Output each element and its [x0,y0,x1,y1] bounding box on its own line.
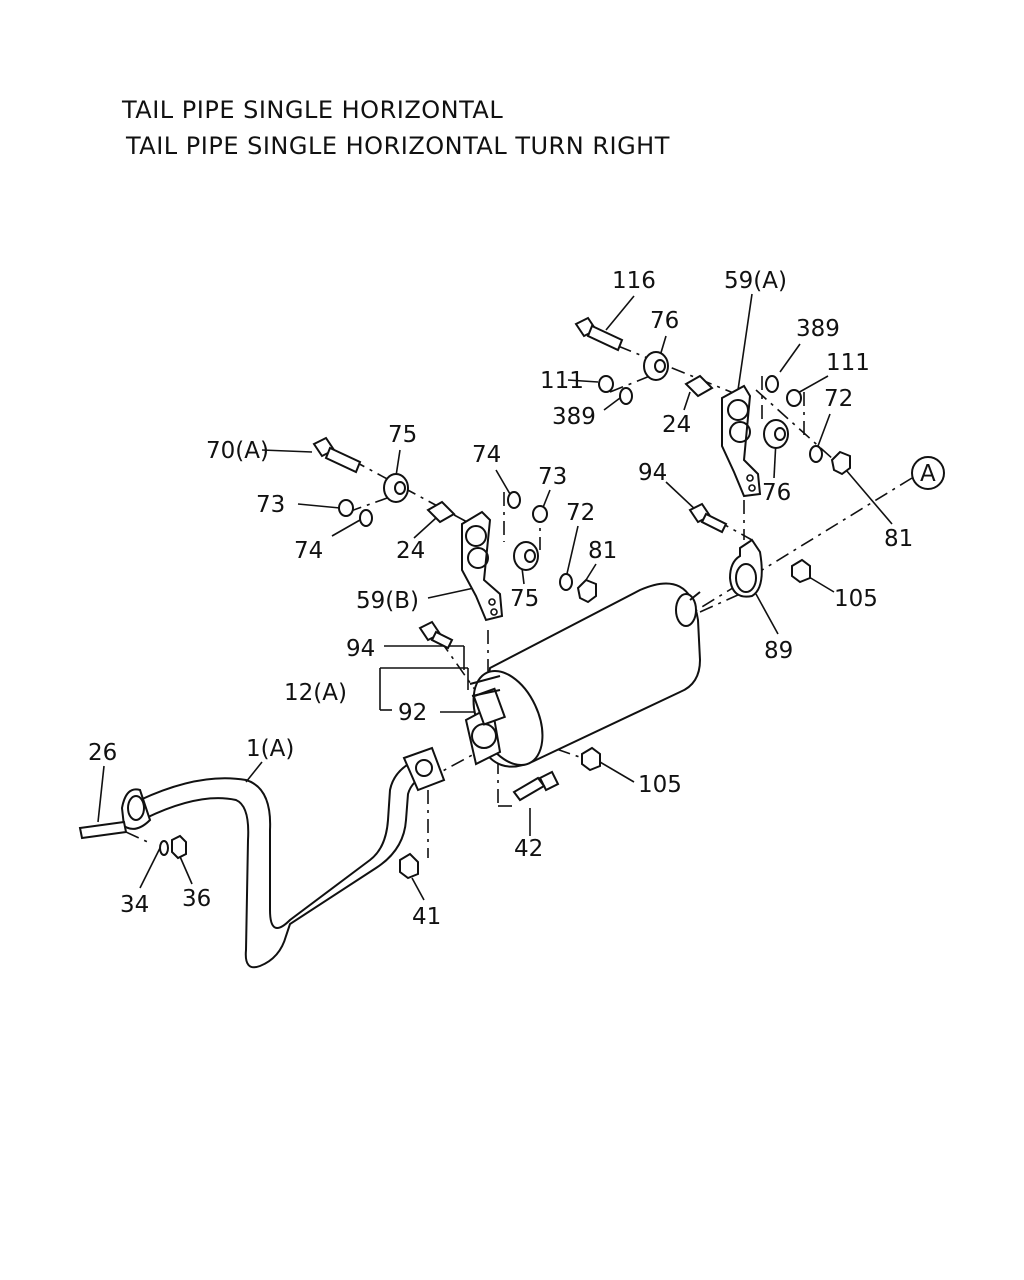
front-exhaust-pipe [120,746,446,969]
bushing-75-top [383,473,409,503]
reference-circle-a: A [911,456,945,490]
callout-72-right: 72 [824,386,853,412]
callout-34: 34 [120,892,149,918]
callout-74-mid: 74 [472,442,501,468]
nut-81-mid [576,578,597,604]
callout-94-right: 94 [638,460,667,486]
hardware-parts [78,316,851,880]
callout-389-left: 389 [552,404,596,430]
leader-lines [97,293,893,901]
spring-washer-74-mid [507,491,521,509]
callout-389-right: 389 [796,316,840,342]
muffler-inlet-flange [464,675,507,766]
callout-72-mid: 72 [566,500,595,526]
collar-24-top [684,374,714,398]
spring-washer-74-left [359,509,373,527]
bushing-75-bottom [513,541,539,571]
callout-116: 116 [612,268,656,294]
callout-24-left: 24 [396,538,425,564]
diagram-title-line-1: TAIL PIPE SINGLE HORIZONTAL [122,96,504,124]
callout-42: 42 [514,836,543,862]
bushing-76-top [643,351,669,381]
callout-26: 26 [88,740,117,766]
washer-73-mid [532,505,548,523]
reference-label-a: A [920,461,936,487]
callout-74-left: 74 [294,538,323,564]
washer-34 [159,840,169,856]
nut-105-lower [581,746,601,772]
callout-76-right: 76 [762,480,791,506]
callout-75-bottom: 75 [510,586,539,612]
diagram-title-line-2: TAIL PIPE SINGLE HORIZONTAL TURN RIGHT [126,132,670,160]
callout-75-top: 75 [388,422,417,448]
callout-12a: 12(A) [284,680,347,706]
bracket-59b [461,510,504,622]
nut-81-right [830,450,851,476]
spring-washer-389-left [619,387,633,405]
callout-1a: 1(A) [246,736,294,762]
stud-26 [78,820,128,840]
callout-73-left: 73 [256,492,285,518]
clamp-89 [728,538,763,598]
bracket-59a [721,384,762,498]
collar-24-left [426,500,456,524]
callout-59a: 59(A) [724,268,787,294]
callout-76-top: 76 [650,308,679,334]
bolt-94-left [418,620,454,650]
lock-washer-72-mid [559,573,573,591]
callout-89: 89 [764,638,793,664]
callout-94-left: 94 [346,636,375,662]
nut-105-right [791,558,811,584]
callout-59b: 59(B) [356,588,419,614]
bolt-70a [312,436,362,474]
callout-105-lower: 105 [638,772,682,798]
lock-washer-72-right [809,445,823,463]
bolt-42 [512,770,560,802]
callout-81-right: 81 [884,526,913,552]
nut-36 [171,834,187,860]
bolt-94-right [688,502,728,534]
callout-81-mid: 81 [588,538,617,564]
bushing-76-right [763,419,789,449]
washer-73-left [338,499,354,517]
nut-41 [399,852,419,880]
bolt-116 [574,316,624,352]
washer-111-left [598,375,614,393]
callout-73-mid: 73 [538,464,567,490]
callout-111-right: 111 [826,350,870,376]
callout-41: 41 [412,904,441,930]
callout-105-right: 105 [834,586,878,612]
washer-111-right [786,389,802,407]
callout-92: 92 [398,700,427,726]
callout-24-top: 24 [662,412,691,438]
callout-70a: 70(A) [206,438,269,464]
callout-36: 36 [182,886,211,912]
spring-washer-389-right [765,375,779,393]
